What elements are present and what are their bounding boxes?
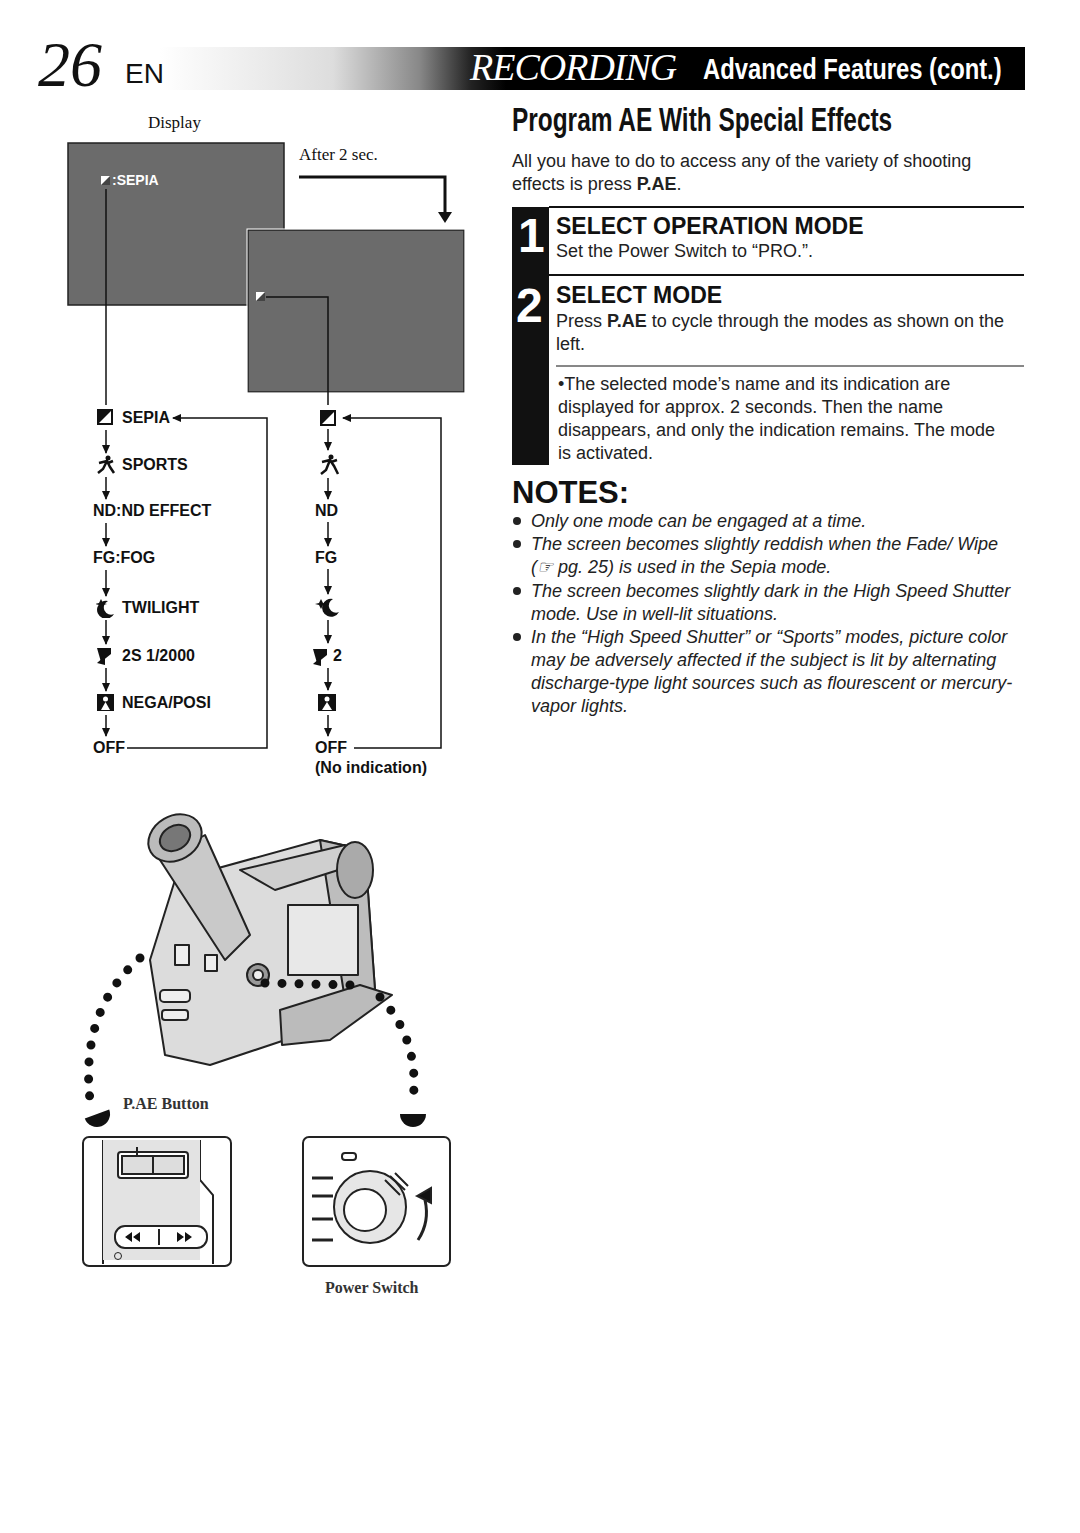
mode-item: ND:ND EFFECT	[93, 500, 211, 522]
mode-icon	[96, 693, 116, 713]
part-label: P.AE Button	[123, 1095, 209, 1113]
flow-arrow	[299, 177, 445, 218]
body-text: Press	[556, 311, 602, 331]
mode-note: (No indication)	[315, 758, 427, 778]
mode-icon	[96, 598, 116, 618]
note-text: In the “High Speed Shutter” or “Sports” …	[531, 626, 1021, 718]
page-title: Program AE With Special Effects	[512, 100, 892, 140]
mode-name: 2S 1/2000	[122, 645, 195, 667]
flow-arrow	[328, 418, 441, 748]
timing-label: After 2 sec.	[299, 145, 378, 165]
mode-name: SEPIA	[122, 407, 170, 429]
mode-name: OFF	[93, 737, 125, 759]
mode-item: NEGA/POSI	[96, 692, 211, 714]
step-number: 2	[516, 276, 543, 336]
cycle-arrow	[105, 668, 107, 691]
step-text: Set the Power Switch to “PRO.”.	[556, 240, 1016, 263]
mode-icon	[96, 455, 116, 475]
note-text: Only one mode can be engaged at a time.	[531, 510, 1021, 533]
body-text: .	[676, 174, 681, 194]
mode-item: 2S 1/2000	[96, 645, 195, 667]
cycle-arrow	[105, 477, 107, 499]
body-text: All you have to do to access any of the …	[512, 151, 971, 194]
screen-text: :SEPIA	[112, 172, 159, 188]
cycle-arrow	[105, 523, 107, 546]
button-name: P.AE	[637, 174, 677, 194]
bullet	[513, 517, 521, 525]
step-note: •The selected mode’s name and its indica…	[558, 373, 1003, 465]
mode-name: FG:FOG	[93, 547, 155, 569]
notes-heading: NOTES:	[512, 474, 629, 512]
mode-item: SEPIA	[96, 407, 170, 429]
step-heading: SELECT OPERATION MODE	[556, 212, 864, 240]
bullet	[513, 587, 521, 595]
dotted-callout	[89, 958, 414, 1100]
display-label: Display	[148, 113, 201, 133]
part-label: Power Switch	[325, 1279, 418, 1297]
page-number: 26	[38, 30, 102, 100]
mode-icon	[96, 646, 116, 666]
intro-text: All you have to do to access any of the …	[512, 150, 1017, 196]
sepia-icon	[256, 292, 265, 301]
step-number: 1	[518, 206, 545, 266]
sepia-icon	[101, 176, 110, 185]
display-screen	[248, 230, 464, 392]
note-text: The screen becomes slightly reddish when…	[531, 533, 1021, 579]
cycle-arrow	[105, 620, 107, 644]
language-code: EN	[125, 58, 164, 90]
step-bar	[512, 207, 549, 465]
mode-indication: FG	[315, 548, 337, 568]
mode-name: SPORTS	[122, 454, 188, 476]
mode-name: ND:ND EFFECT	[93, 500, 211, 522]
camcorder-illustration	[140, 805, 392, 1065]
mode-name: NEGA/POSI	[122, 692, 211, 714]
mode-icons	[313, 410, 339, 711]
bullet	[513, 633, 521, 641]
mode-icon	[96, 408, 116, 428]
bullet	[513, 540, 521, 548]
button-name: P.AE	[607, 311, 647, 331]
step-text: PressP.AEto cycle through the modes as s…	[556, 310, 1016, 356]
mode-name: TWILIGHT	[122, 597, 199, 619]
step-heading: SELECT MODE	[556, 281, 722, 309]
mode-indication: OFF	[315, 738, 347, 758]
mode-indication: 2	[333, 646, 342, 666]
leader-line	[105, 189, 107, 405]
section-title: RECORDING	[470, 45, 676, 89]
power-switch-panel	[303, 1137, 450, 1266]
mode-item: TWILIGHT	[96, 597, 199, 619]
section-subtitle: Advanced Features (cont.)	[703, 52, 1002, 86]
mode-item: SPORTS	[96, 454, 188, 476]
pae-button-panel	[83, 1137, 231, 1266]
note-text: The screen becomes slightly dark in the …	[531, 580, 1021, 626]
cycle-arrow	[105, 430, 107, 453]
leader-line	[266, 297, 328, 405]
mode-indication: ND	[315, 501, 338, 521]
mode-item: OFF	[93, 737, 125, 759]
screen-edge	[247, 229, 465, 393]
cycle-arrow	[105, 715, 107, 736]
cycle-arrow	[105, 570, 107, 596]
mode-item: FG:FOG	[93, 547, 155, 569]
